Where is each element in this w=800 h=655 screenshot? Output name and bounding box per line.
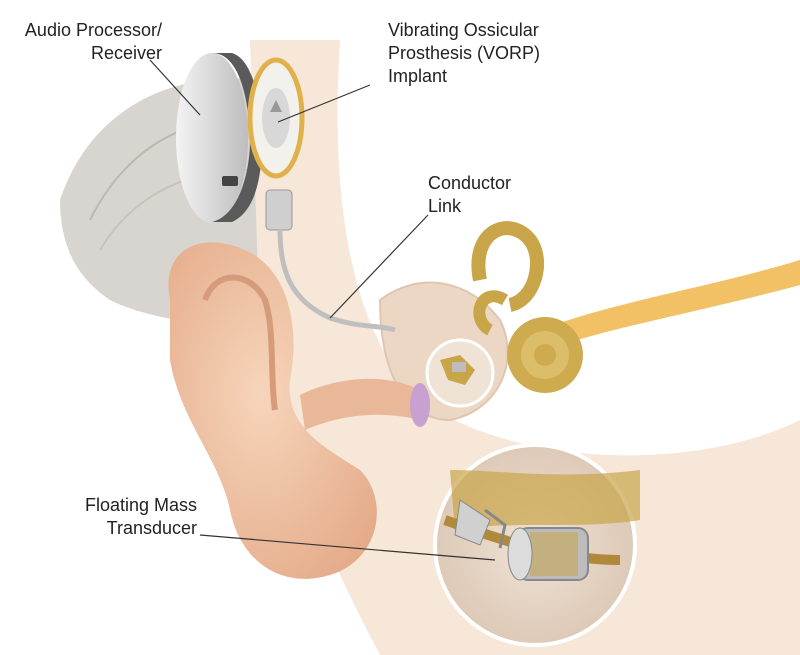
vorp-label-line2: Prosthesis (VORP) — [388, 43, 541, 63]
vorp-implant-device — [247, 57, 396, 333]
fmt-small — [452, 362, 466, 372]
vorp-label: Vibrating Ossicular Prosthesis (VORP) Im… — [388, 19, 540, 88]
vorp-label-line3: Implant — [388, 66, 448, 86]
conductor-link-label-line1: Conductor — [428, 173, 512, 193]
vorp-leader — [277, 84, 371, 123]
ear-canal — [300, 378, 420, 430]
conductor-link-label: Conductor Link — [428, 172, 511, 218]
fmt-label-line1: Floating Mass — [84, 495, 197, 515]
fmt-leader — [199, 534, 496, 561]
eardrum — [410, 383, 430, 427]
audio-processor-label-line1: Audio Processor/ — [24, 20, 162, 40]
ear-helix-fold — [202, 274, 278, 411]
fmt-label: Floating Mass Transducer — [0, 494, 197, 540]
audio-processor-label-line2: Receiver — [90, 43, 162, 63]
conductor-link-leader — [329, 214, 429, 319]
skull-section — [250, 40, 800, 655]
conductor-link-label-line2: Link — [428, 196, 462, 216]
inner-ear — [471, 221, 583, 393]
fmt-inset-magnification — [433, 443, 640, 647]
outer-ear — [168, 242, 377, 579]
fmt-label-line2: Transducer — [106, 518, 197, 538]
vorp-label-line1: Vibrating Ossicular — [388, 20, 539, 40]
auditory-nerve — [540, 260, 800, 350]
audio-processor-label: Audio Processor/ Receiver — [0, 19, 162, 65]
audio-processor-leader — [149, 59, 201, 116]
